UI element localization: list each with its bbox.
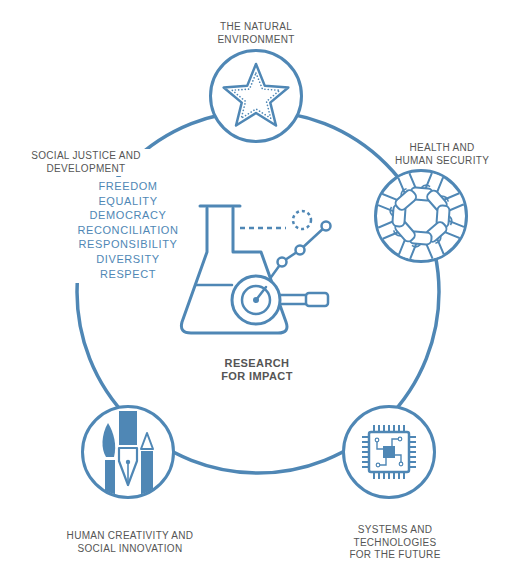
- magnifier-ring: [232, 276, 280, 324]
- pencil-tip: [141, 433, 153, 449]
- star-dots: [232, 73, 280, 118]
- theme-heading: SOCIAL JUSTICE AND DEVELOPMENT: [14, 149, 158, 176]
- circle-line: [376, 171, 467, 262]
- circle-line: [344, 407, 435, 498]
- thumb: [448, 216, 452, 225]
- nib-slit: [127, 463, 129, 483]
- theme-circle: SYSTEMS AND TECHNOLOGIES FOR THE FUTURE: [342, 405, 436, 499]
- value-word: DIVERSITY: [77, 252, 178, 267]
- dotted-circle: [293, 211, 311, 229]
- brush-tip: [102, 423, 115, 457]
- star-icon: [224, 64, 289, 126]
- dotted-line: [240, 227, 286, 230]
- thumb: [399, 188, 408, 196]
- value-word: RESPECT: [77, 267, 178, 282]
- pen-body: [119, 411, 137, 445]
- tools-icon: [102, 411, 153, 505]
- trace-dot: [398, 437, 402, 441]
- circle-outline: [374, 169, 468, 263]
- theme-heading: HUMAN CREATIVITY AND SOCIAL INNOVATION: [62, 530, 198, 555]
- star-outline: [224, 64, 289, 126]
- flask-body: [181, 208, 287, 333]
- theme-circle: HEALTH AND HUMAN SECURITY: [374, 169, 468, 263]
- value-word: FREEDOM: [77, 179, 178, 194]
- circle-outline: [209, 49, 303, 143]
- circle-outline: [342, 405, 436, 499]
- flask-liquid: [196, 284, 232, 287]
- hands-icon: [371, 166, 472, 267]
- pencil-body: [141, 451, 153, 505]
- center-title: RESEARCH FOR IMPACT: [217, 357, 297, 383]
- circle-line: [83, 407, 174, 498]
- brush-handle: [105, 460, 115, 505]
- value-word: RESPONSIBILITY: [77, 237, 178, 252]
- theme-heading: HEALTH AND HUMAN SECURITY: [390, 142, 494, 167]
- value-list: FREEDOMEQUALITYDEMOCRACYRECONCILIATIONRE…: [74, 177, 181, 283]
- flask-icon: [181, 206, 330, 333]
- value-word: DEMOCRACY: [77, 208, 178, 223]
- magnifier-dot: [253, 297, 259, 303]
- thumb: [412, 243, 421, 247]
- graph-dot: [296, 246, 305, 255]
- hand-shape: [394, 188, 418, 211]
- magnifier-grip: [306, 293, 328, 306]
- graph-dot: [278, 258, 287, 267]
- thumb: [390, 207, 394, 216]
- trace-dot: [399, 462, 403, 466]
- value-word: EQUALITY: [77, 194, 178, 209]
- magnifier-handle: [278, 295, 308, 304]
- thumb: [441, 194, 449, 203]
- nib-hole: [126, 460, 130, 464]
- thumb: [434, 236, 443, 244]
- magnifier-lens: [242, 286, 270, 314]
- trace-dot: [376, 463, 380, 467]
- theme-circle: THE NATURAL ENVIRONMENT: [209, 49, 303, 143]
- theme-heading: THE NATURAL ENVIRONMENT: [206, 21, 306, 46]
- chip-icon: [362, 425, 416, 479]
- thumb: [421, 185, 430, 189]
- chip-body: [369, 432, 409, 472]
- circle-outline: [81, 405, 175, 499]
- thumb: [393, 229, 401, 238]
- trace-dot: [375, 438, 379, 442]
- graph-dot: [322, 222, 331, 231]
- chip-core: [383, 446, 395, 458]
- theme-circle: HUMAN CREATIVITY AND SOCIAL INNOVATION: [81, 405, 175, 499]
- pen-nib: [119, 448, 137, 485]
- theme-heading: SYSTEMS AND TECHNOLOGIES FOR THE FUTURE: [341, 524, 449, 562]
- hand: [390, 185, 421, 213]
- value-word: RECONCILIATION: [77, 223, 178, 238]
- circle-line: [211, 51, 302, 142]
